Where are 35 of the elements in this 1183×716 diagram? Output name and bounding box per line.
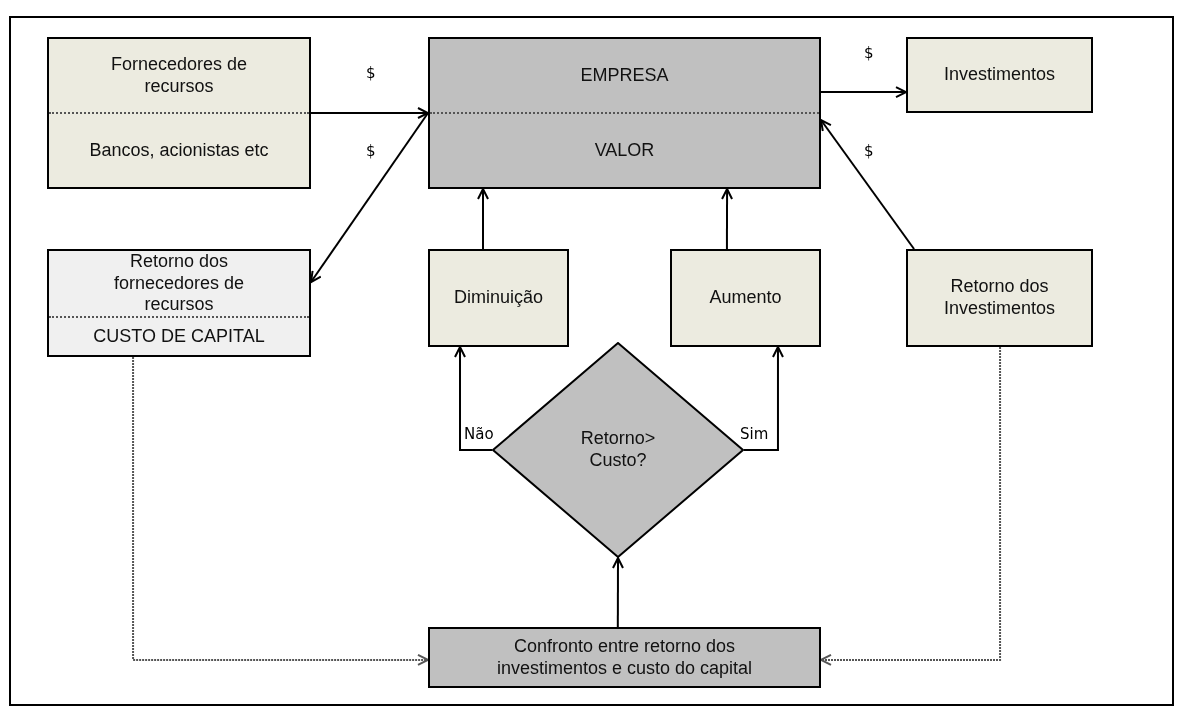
arrow xyxy=(310,107,429,119)
arrow xyxy=(743,346,784,451)
edge-label: $ xyxy=(862,45,876,62)
process-box xyxy=(906,249,1093,347)
box-text: Aumento xyxy=(708,287,783,309)
process-box xyxy=(906,37,1093,113)
process-box xyxy=(47,249,311,357)
edge-label: $ xyxy=(364,143,378,160)
box-text: Investimentos xyxy=(942,64,1057,86)
box-text: CUSTO DE CAPITAL xyxy=(92,325,266,348)
arrow xyxy=(820,119,916,250)
box-text: EMPRESA xyxy=(579,64,670,87)
box-text: Confronto entre retorno dos investimentos e custo do capital xyxy=(495,635,754,680)
arrow xyxy=(611,557,624,628)
box-text: Retorno dos fornecedores de recursos xyxy=(112,251,246,316)
arrow xyxy=(454,346,493,451)
box-text: VALOR xyxy=(593,139,656,162)
arrow xyxy=(820,86,907,98)
edge-label: $ xyxy=(862,143,876,160)
arrow xyxy=(721,188,734,250)
process-box xyxy=(428,249,569,347)
arrow xyxy=(820,346,1002,666)
process-box xyxy=(670,249,821,347)
process-box xyxy=(428,37,821,189)
process-box xyxy=(428,627,821,688)
box-text: Bancos, acionistas etc xyxy=(88,139,270,162)
arrow xyxy=(477,188,489,250)
box-text: Retorno dos Investimentos xyxy=(942,276,1057,320)
process-box xyxy=(47,37,311,189)
arrow xyxy=(132,356,429,666)
box-text: Diminuição xyxy=(452,287,544,309)
arrow xyxy=(310,112,429,284)
decision-text: Retorno> Custo? xyxy=(579,428,657,472)
box-text: Fornecedores de recursos xyxy=(109,53,249,98)
edge-label: $ xyxy=(364,65,378,82)
